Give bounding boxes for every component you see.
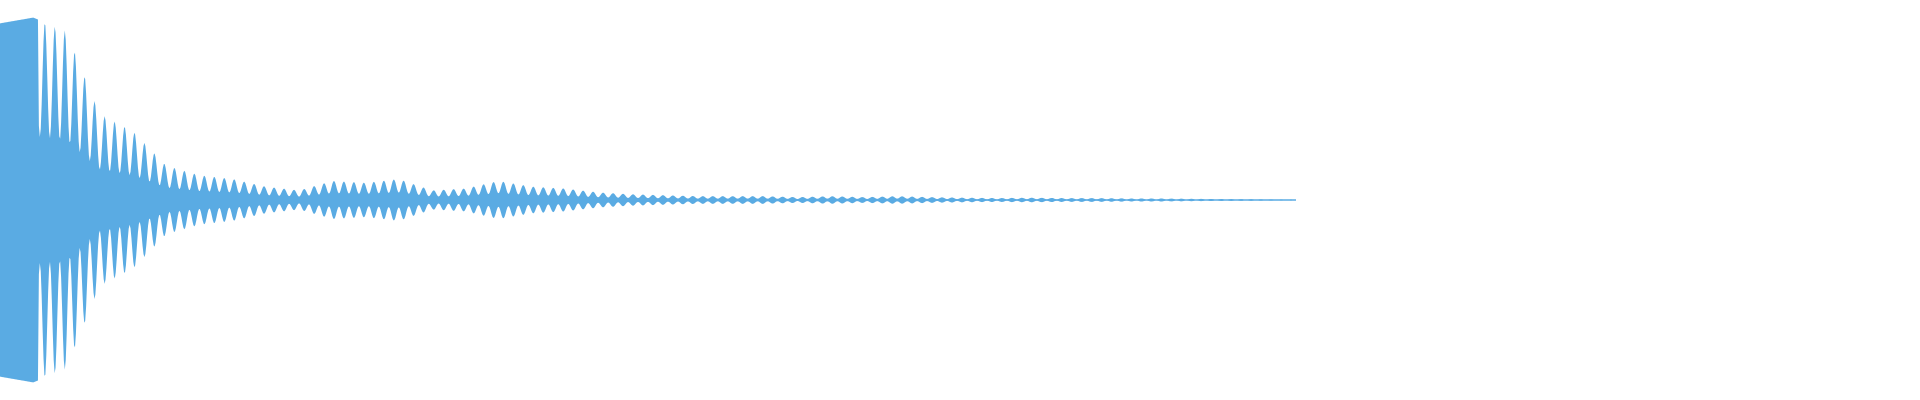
waveform[interactable] [0,0,1920,400]
waveform-view[interactable] [0,0,1920,400]
